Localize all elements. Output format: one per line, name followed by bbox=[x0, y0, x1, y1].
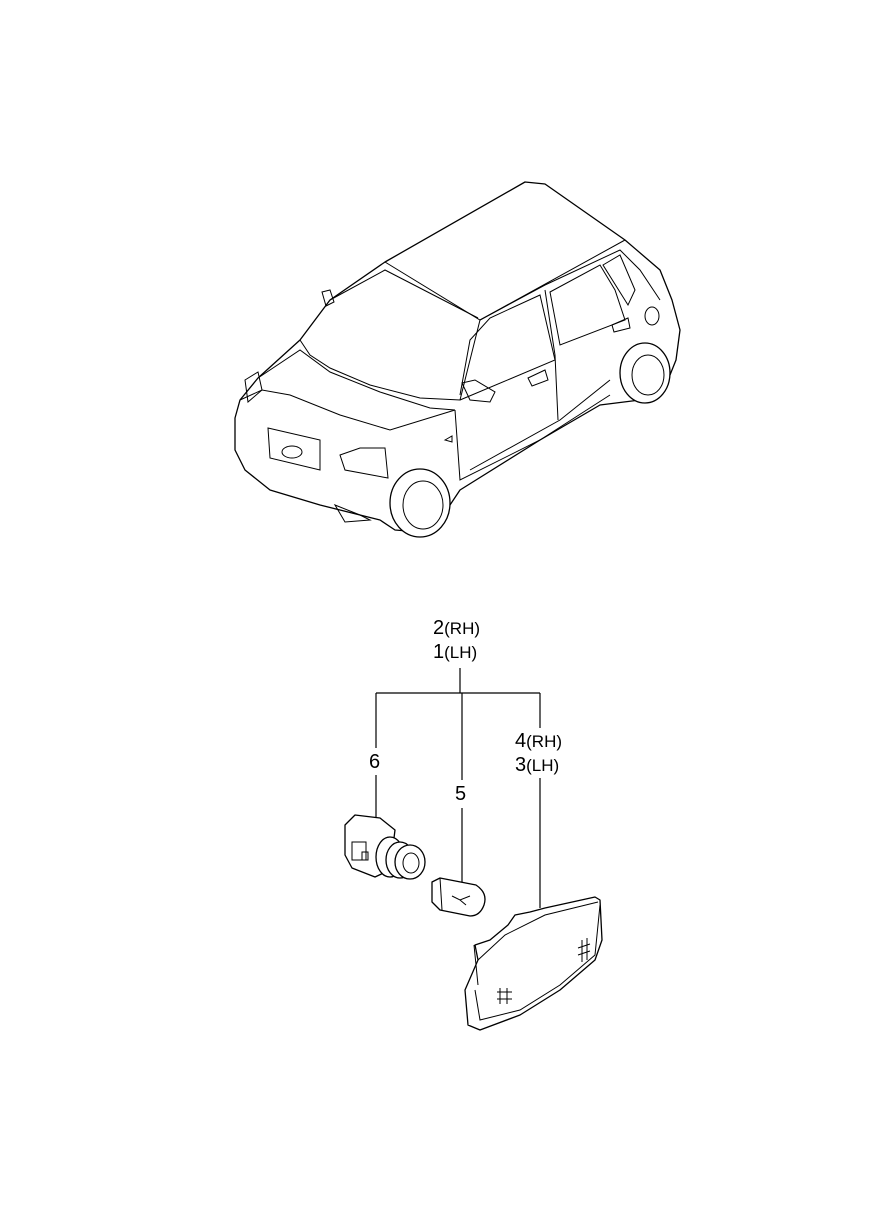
callout-label-5: 5 bbox=[455, 784, 466, 804]
callout-number: 1 bbox=[433, 641, 445, 663]
bulb-part bbox=[431, 877, 486, 917]
side-repeater-lamp-part bbox=[464, 896, 603, 1031]
callout-number: 2 bbox=[433, 617, 445, 639]
callout-number: 4 bbox=[515, 730, 527, 752]
bulb-socket-part bbox=[344, 814, 426, 880]
callout-number: 6 bbox=[369, 751, 381, 773]
callout-label-2: 2(RH) bbox=[433, 618, 480, 638]
callout-label-3: 3(LH) bbox=[515, 755, 559, 775]
callout-side: (LH) bbox=[526, 756, 560, 775]
callout-side: (RH) bbox=[526, 732, 563, 751]
callout-side: (RH) bbox=[444, 619, 481, 638]
callout-side: (LH) bbox=[444, 643, 478, 662]
callout-label-4: 4(RH) bbox=[515, 731, 562, 751]
callout-label-6: 6 bbox=[369, 752, 380, 772]
vehicle-illustration bbox=[234, 181, 681, 538]
callout-number: 3 bbox=[515, 754, 527, 776]
callout-number: 5 bbox=[455, 783, 467, 805]
leader-lines bbox=[375, 668, 541, 908]
callout-label-1: 1(LH) bbox=[433, 642, 477, 662]
